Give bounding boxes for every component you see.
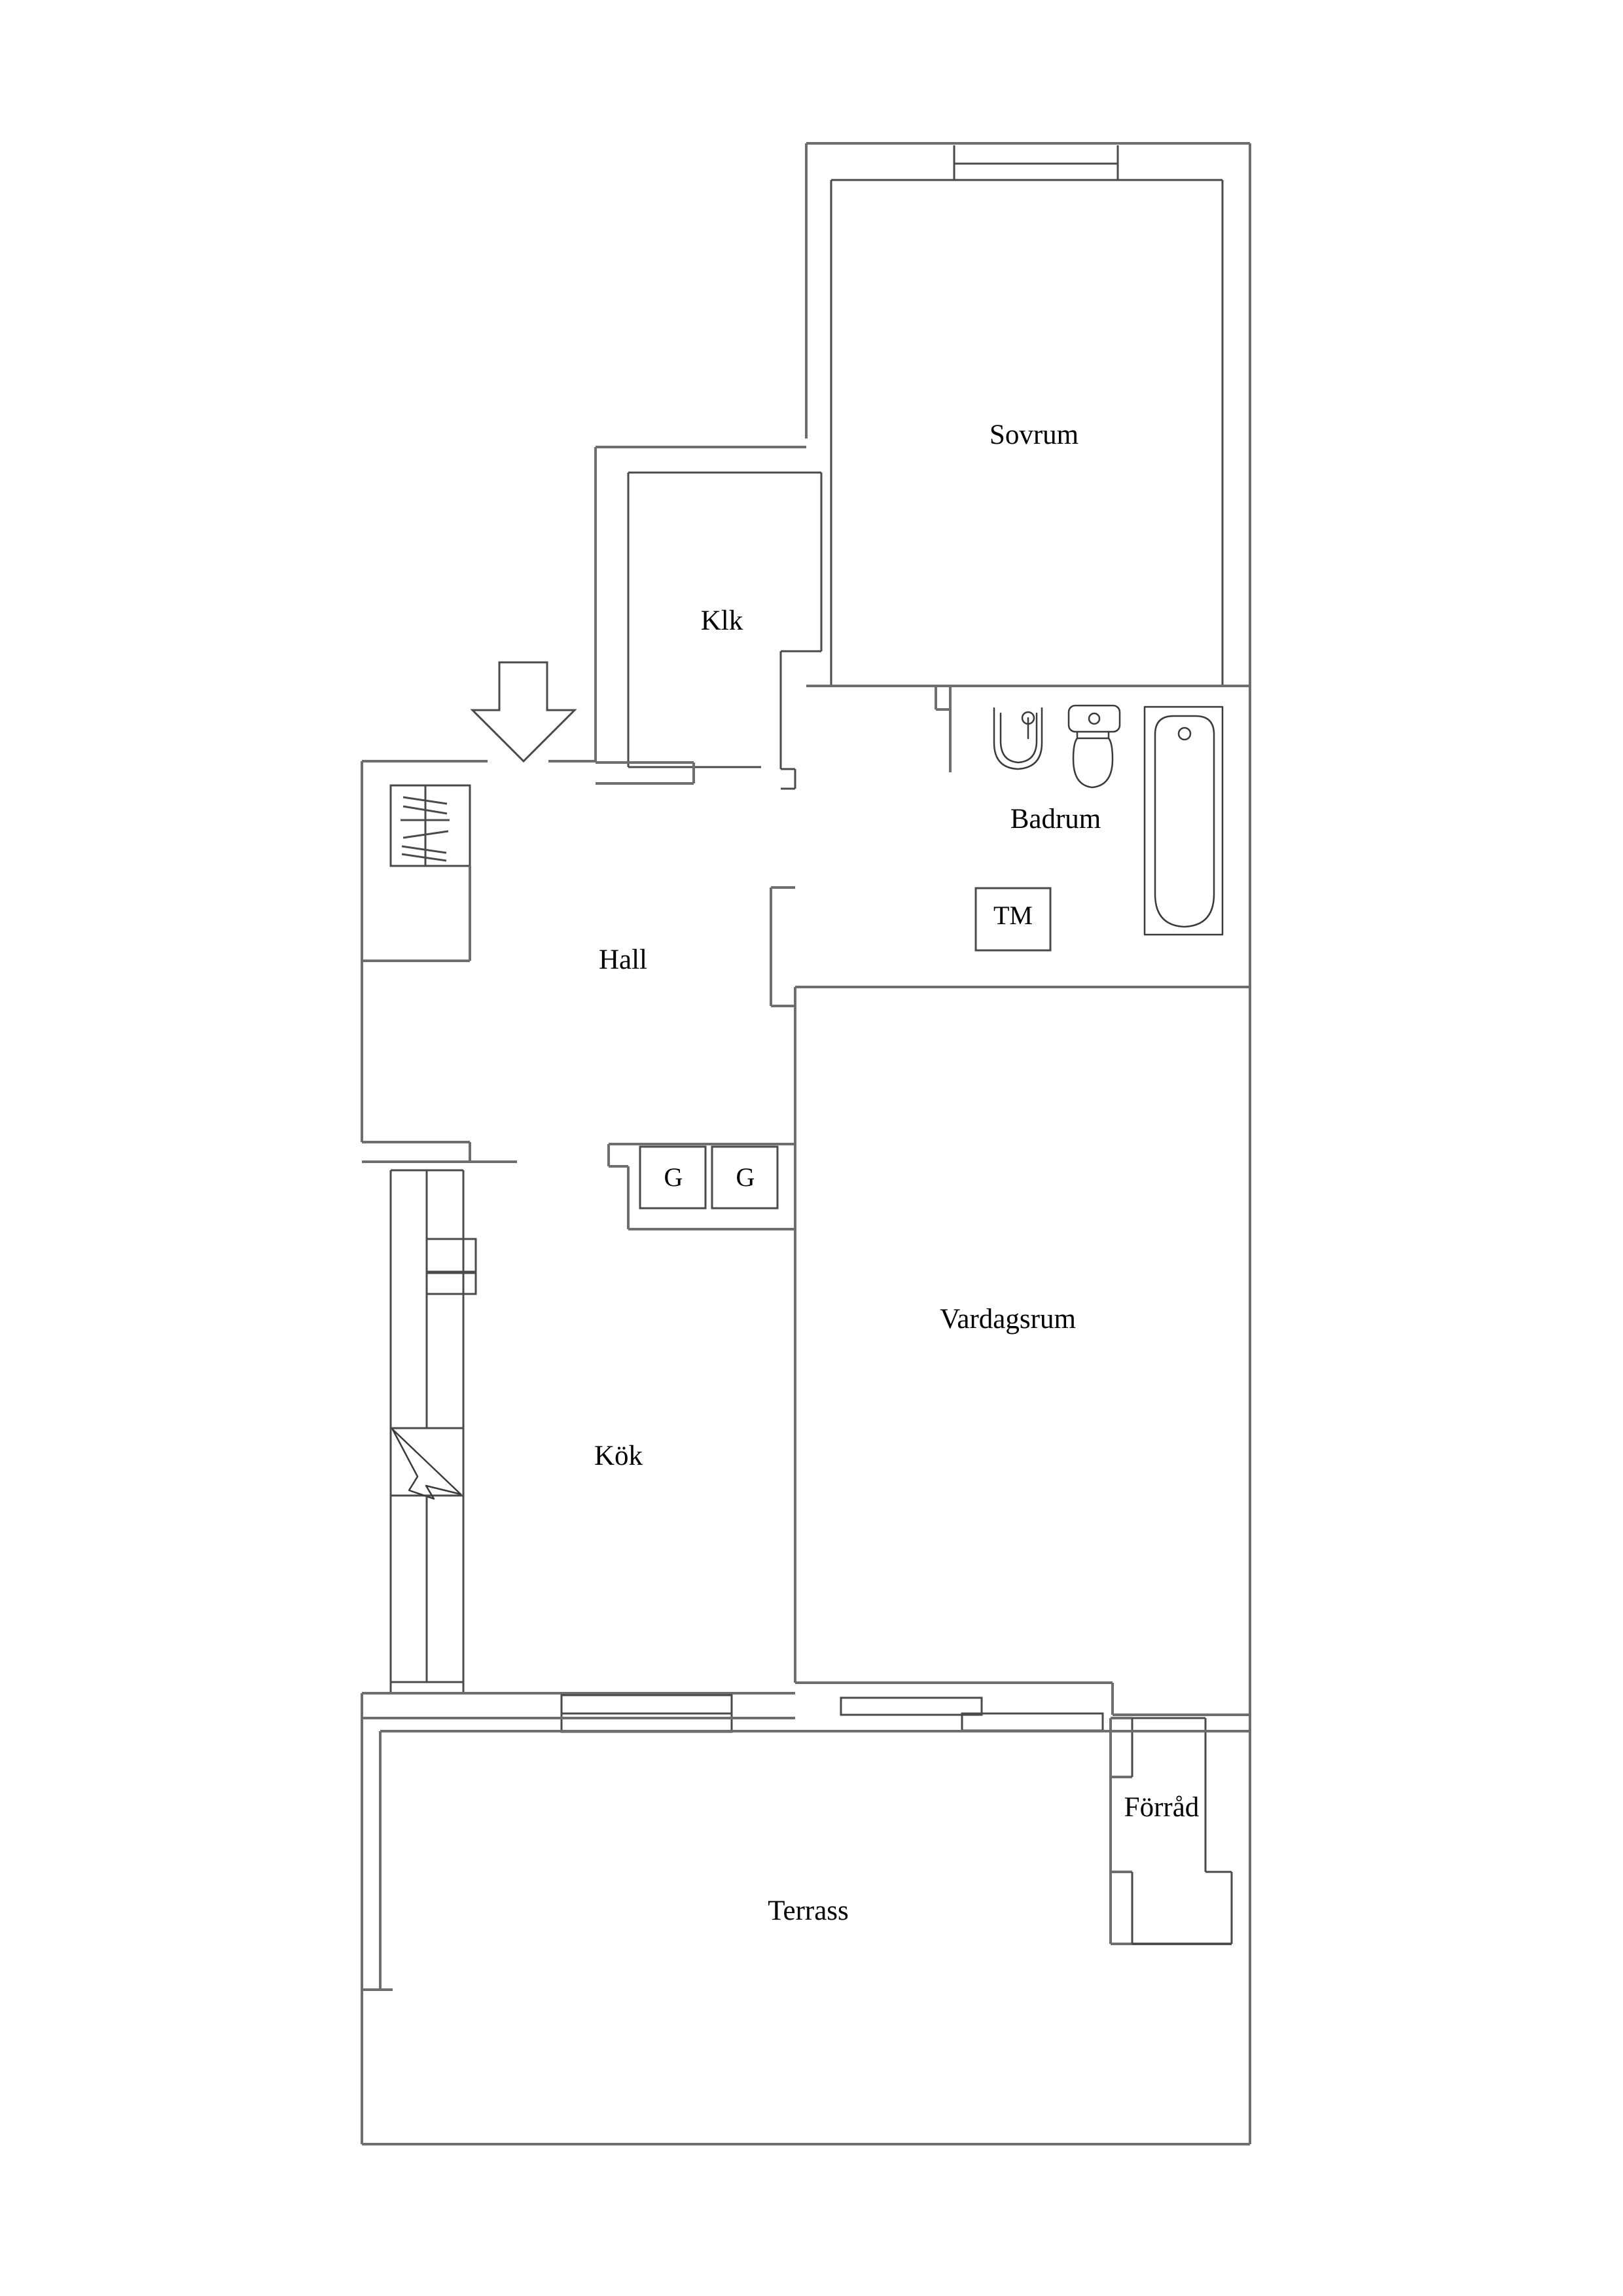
sliding-door-kok bbox=[560, 1694, 733, 1733]
room-label-vardagsrum: Vardagsrum bbox=[940, 1304, 1076, 1335]
washbasin-fixture bbox=[993, 707, 1043, 770]
toilet-fixture bbox=[1067, 704, 1121, 789]
entrance-direction-arrow bbox=[470, 661, 577, 763]
appliance-label-g1: G bbox=[664, 1162, 683, 1192]
room-forrad bbox=[1109, 1683, 1250, 1945]
bathtub-fixture bbox=[1143, 706, 1224, 936]
room-label-klk: Klk bbox=[701, 605, 743, 636]
outer-envelope bbox=[361, 142, 1251, 2145]
room-badrum bbox=[935, 685, 1251, 987]
hall-wardrobe-hatch bbox=[389, 784, 471, 867]
room-kok bbox=[361, 1169, 796, 1733]
room-label-terrass: Terrass bbox=[768, 1895, 849, 1926]
room-label-kok: Kök bbox=[594, 1441, 643, 1471]
kitchen-counter bbox=[389, 1169, 477, 1693]
window-sovrum bbox=[953, 145, 1119, 180]
room-label-badrum: Badrum bbox=[1010, 804, 1101, 834]
room-label-forrad: Förråd bbox=[1124, 1792, 1200, 1823]
room-sovrum bbox=[805, 143, 1250, 687]
room-klk bbox=[594, 446, 823, 790]
room-vardagsrum bbox=[607, 987, 1251, 1684]
room-terrass bbox=[379, 1730, 1250, 1990]
room-hall bbox=[361, 760, 1250, 1163]
room-label-hall: Hall bbox=[599, 944, 647, 975]
sliding-door-vardagsrum bbox=[815, 1681, 1113, 1732]
wardrobe-g-group bbox=[607, 1143, 795, 1230]
appliance-tm bbox=[974, 887, 1052, 952]
appliance-label-tm: TM bbox=[993, 901, 1033, 930]
appliance-label-g2: G bbox=[736, 1162, 755, 1192]
room-label-sovrum: Sovrum bbox=[990, 420, 1079, 450]
